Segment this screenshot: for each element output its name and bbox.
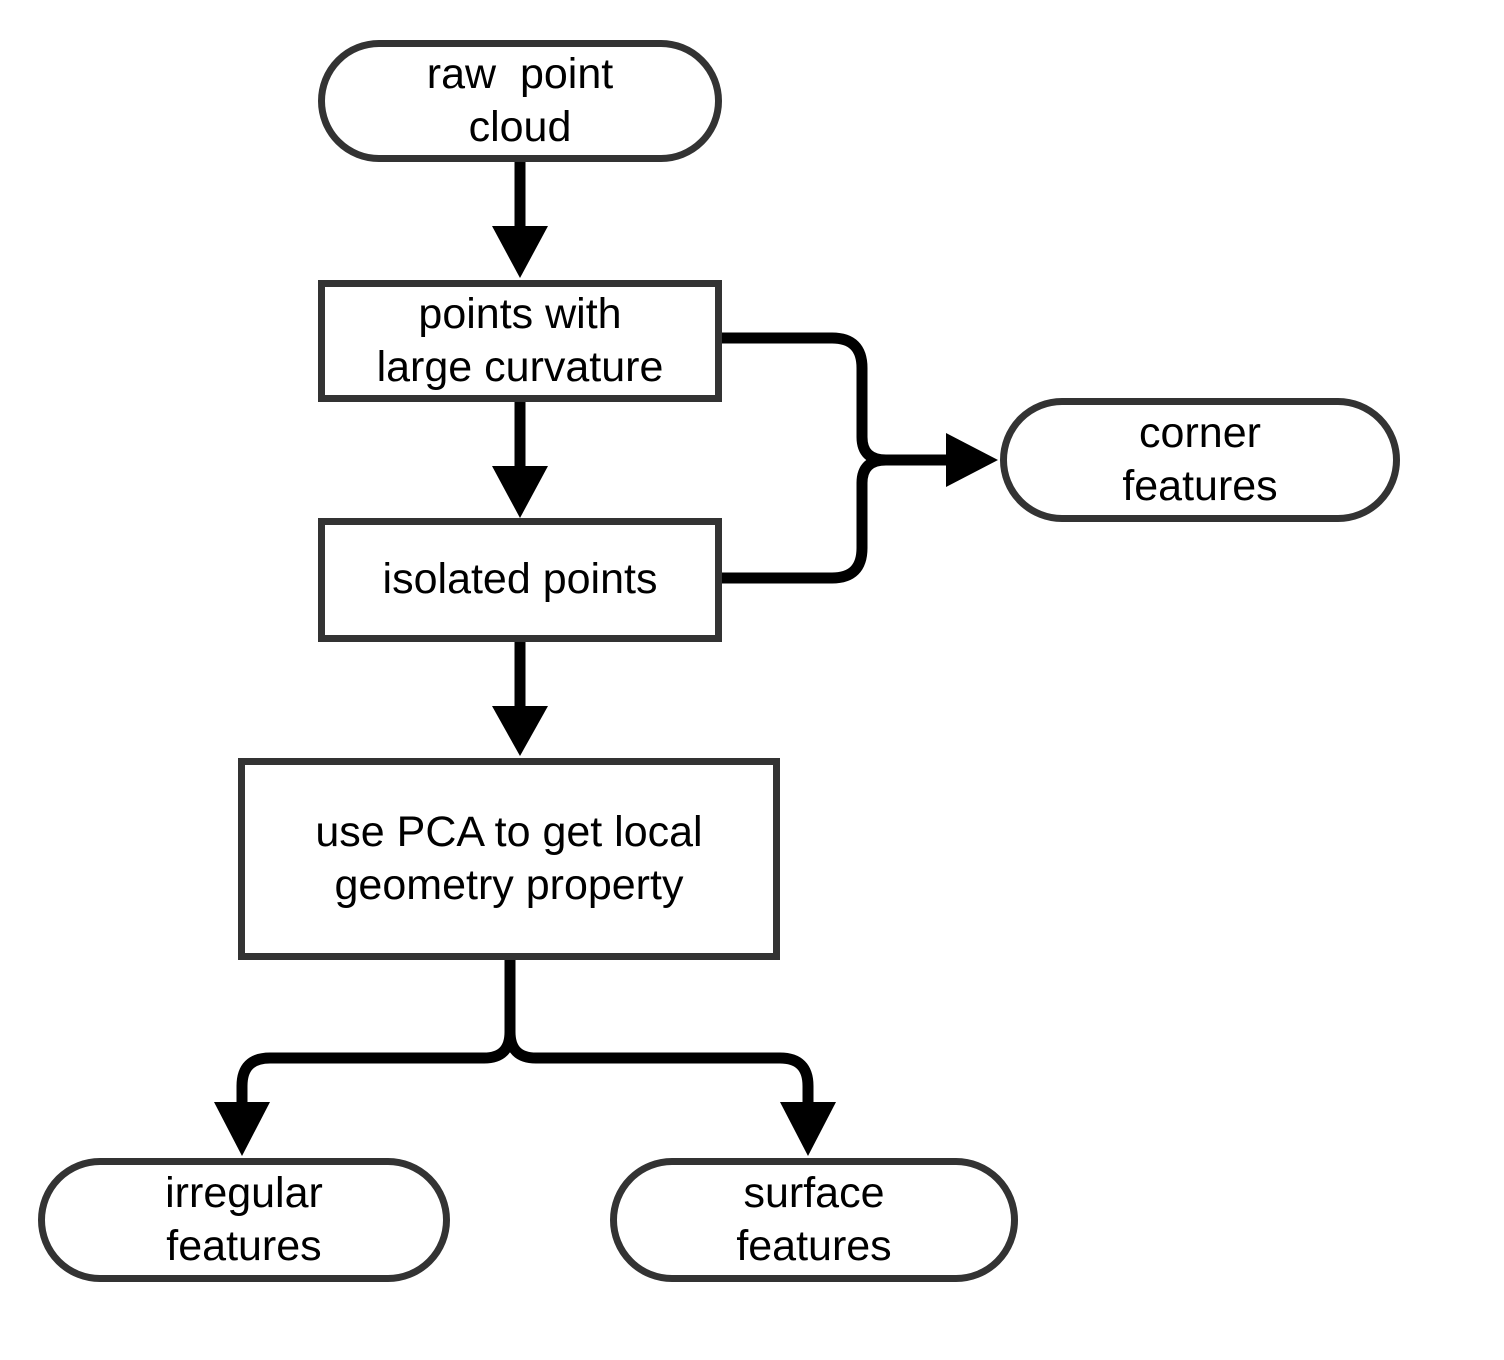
node-corner-features-label: corner features (1122, 408, 1278, 510)
node-use-pca-label: use PCA to get local geometry property (315, 807, 703, 909)
node-isolated-points: isolated points (318, 518, 722, 642)
arrowhead-isolated-to-pca (492, 706, 548, 756)
edge-pca-to-surface (504, 1031, 814, 1108)
edge-isolated-to-corner (722, 454, 887, 584)
arrowhead-corner (946, 433, 998, 487)
node-raw-point-cloud: raw point cloud (318, 40, 722, 162)
node-points-with-large-curvature: points with large curvature (318, 280, 722, 402)
node-raw-point-cloud-label: raw point cloud (426, 49, 614, 151)
node-use-pca: use PCA to get local geometry property (238, 758, 780, 960)
node-isolated-points-label: isolated points (382, 555, 658, 604)
node-irregular-features-label: irregular features (165, 1168, 323, 1270)
edge-pca-to-irregular (236, 1031, 516, 1108)
arrowhead-surface (780, 1102, 836, 1156)
node-points-with-large-curvature-label: points with large curvature (376, 289, 664, 391)
edge-curvature-to-corner (722, 332, 887, 466)
node-surface-features: surface features (610, 1158, 1018, 1282)
node-surface-features-label: surface features (736, 1168, 892, 1270)
node-corner-features: corner features (1000, 398, 1400, 522)
arrowhead-irregular (214, 1102, 270, 1156)
arrowhead-raw-to-curvature (492, 226, 548, 278)
node-irregular-features: irregular features (38, 1158, 450, 1282)
arrowhead-curvature-to-isolated (492, 466, 548, 518)
